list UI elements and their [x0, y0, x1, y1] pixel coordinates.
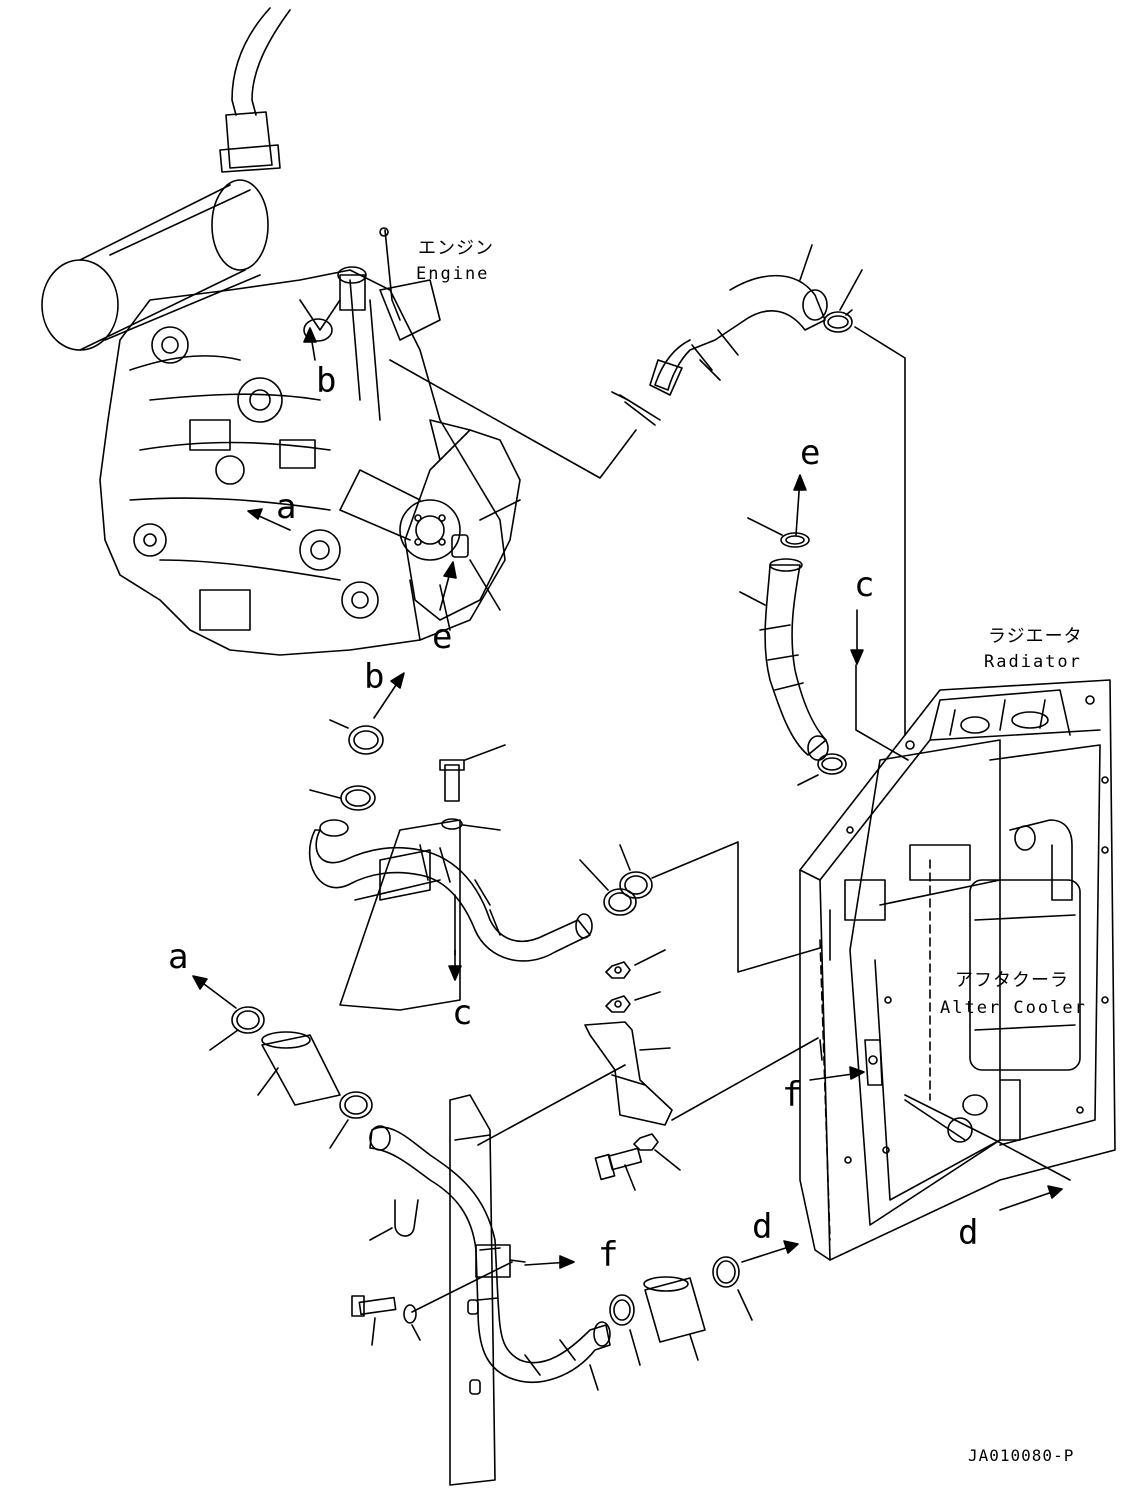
callout-f-hose: f [598, 1235, 619, 1275]
callout-a-engine: a [276, 487, 297, 527]
callout-arrows [193, 328, 1062, 1268]
callout-c-lower: c [452, 993, 473, 1033]
engine-label-jp: エンジン [418, 238, 494, 259]
middle-radiator-hose [740, 518, 908, 785]
upper-radiator-hose [612, 245, 905, 735]
aftercooler-label-en: Alter Cooler [940, 998, 1087, 1018]
callout-b-engine: b [316, 361, 337, 401]
callout-e-engine: e [432, 617, 453, 657]
callout-d-hose: d [752, 1207, 773, 1247]
callout-c-upper: c [854, 565, 875, 605]
aftercooler-label-jp: アフタクーラ [955, 970, 1069, 991]
callout-f-radiator: f [782, 1075, 803, 1115]
radiator-label-en: Radiator [984, 652, 1082, 672]
callout-e-upper: e [800, 433, 821, 473]
aftercooler-inlet-hose [310, 720, 820, 1010]
radiator-label-jp: ラジエータ [988, 626, 1083, 647]
callout-b-hose: b [364, 657, 385, 697]
radiator-assembly [800, 680, 1115, 1260]
drawing-code: JA010080-P [968, 1446, 1075, 1465]
engine-label-en: Engine [416, 264, 490, 284]
callout-d-radiator: d [958, 1213, 979, 1253]
lower-hose-assembly [210, 1007, 752, 1485]
engine-assembly [42, 8, 520, 655]
callout-a-hose: a [168, 937, 189, 977]
leader-engine-to-hose [390, 360, 636, 478]
bracket-with-nuts [478, 950, 818, 1190]
